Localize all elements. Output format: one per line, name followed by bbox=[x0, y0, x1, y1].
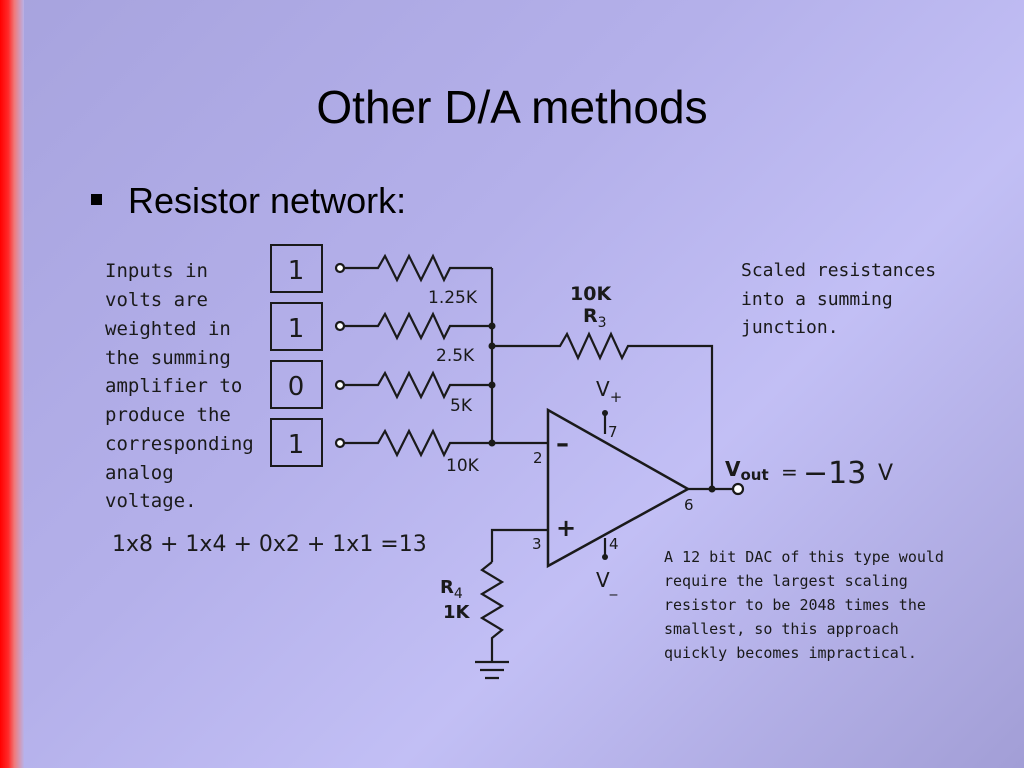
description-line: voltage. bbox=[105, 490, 197, 512]
description-line: amplifier to bbox=[105, 375, 242, 397]
pin-dot bbox=[602, 410, 608, 416]
scaled-resistances-caption: Scaled resistances into a summing juncti… bbox=[741, 260, 936, 338]
noninverting-sign: + bbox=[556, 514, 576, 542]
note-line: A 12 bit DAC of this type would bbox=[664, 548, 944, 566]
weighted-sum-equation: 1x8 + 1x4 + 0x2 + 1x1 =13 bbox=[112, 532, 427, 557]
vout-equals: = bbox=[781, 460, 798, 484]
noninverting-wire bbox=[490, 528, 548, 562]
square-bullet-icon bbox=[91, 194, 102, 205]
resistor-label: 1.25K bbox=[428, 288, 478, 308]
pin-3-label: 3 bbox=[532, 535, 542, 553]
bit-value: 1 bbox=[288, 256, 305, 286]
r4-value: 1K bbox=[443, 602, 471, 623]
junction-dot bbox=[488, 381, 496, 389]
bit-value: 1 bbox=[288, 430, 305, 460]
bit-value: 0 bbox=[288, 372, 305, 402]
input-bits: 1 1 0 1 bbox=[270, 244, 323, 467]
vplus-label: V+ bbox=[596, 377, 622, 406]
red-edge-decoration bbox=[0, 0, 24, 768]
pin-6-label: 6 bbox=[684, 496, 694, 514]
input-terminal bbox=[334, 437, 346, 449]
vminus-label: V_ bbox=[596, 568, 618, 597]
feedback-name: R3 bbox=[583, 305, 607, 331]
note-line: require the largest scaling bbox=[664, 572, 908, 590]
description-line: analog bbox=[105, 462, 174, 484]
pin-dot bbox=[602, 554, 608, 560]
description-line: produce the bbox=[105, 404, 231, 426]
slide-title: Other D/A methods bbox=[316, 81, 708, 133]
resistor-labels: 1.25K 2.5K 5K 10K bbox=[428, 288, 480, 476]
resistor-label: 2.5K bbox=[436, 346, 475, 366]
description-line: corresponding bbox=[105, 433, 254, 455]
junction-dot bbox=[488, 439, 496, 447]
description-line: volts are bbox=[105, 289, 208, 311]
vout-terminal bbox=[731, 482, 745, 496]
bit-box bbox=[270, 418, 323, 467]
op-amp-symbol bbox=[546, 407, 691, 569]
note-line: quickly becomes impractical. bbox=[664, 644, 917, 662]
junction-dots bbox=[488, 322, 716, 560]
bullet-text: Resistor network: bbox=[128, 180, 407, 221]
description-line: weighted in bbox=[105, 318, 231, 340]
input-terminal bbox=[334, 320, 346, 332]
junction-dot bbox=[488, 322, 496, 330]
vout-label: Vout = −13 V bbox=[725, 456, 893, 491]
feedback-resistor bbox=[492, 331, 714, 489]
bit-box bbox=[270, 302, 323, 351]
input-resistor bbox=[344, 370, 492, 400]
description-text: Inputs in volts are weighted in the summ… bbox=[105, 260, 254, 512]
inverting-sign: – bbox=[556, 429, 569, 459]
feedback-value: 10K bbox=[570, 283, 612, 305]
input-resistor bbox=[344, 253, 492, 283]
description-line: Inputs in bbox=[105, 260, 208, 282]
note-line: resistor to be 2048 times the bbox=[664, 596, 926, 614]
description-line: the summing bbox=[105, 347, 231, 369]
input-resistor bbox=[344, 428, 548, 458]
junction-dot bbox=[708, 485, 716, 493]
ground-symbol-icon bbox=[475, 660, 509, 680]
vout-symbol: Vout bbox=[725, 457, 769, 484]
input-terminal bbox=[334, 379, 346, 391]
impractical-note: A 12 bit DAC of this type would require … bbox=[664, 548, 944, 662]
pin-7-label: 7 bbox=[608, 423, 618, 441]
caption-line: Scaled resistances bbox=[741, 260, 936, 281]
caption-line: into a summing bbox=[741, 289, 893, 310]
pin-4-label: 4 bbox=[609, 535, 619, 553]
input-resistor bbox=[344, 311, 492, 341]
bit-box bbox=[270, 244, 323, 293]
feedback-subscript: 3 bbox=[598, 315, 607, 331]
op-amp-annotations: V+ 7 V_ 4 2 3 6 – + bbox=[532, 377, 694, 597]
ground-resistor-label: R4 1K bbox=[440, 577, 471, 623]
junction-dot bbox=[488, 342, 496, 350]
feedback-label: 10K R3 bbox=[570, 283, 612, 331]
vout-unit: V bbox=[878, 461, 893, 486]
input-terminal bbox=[334, 262, 346, 274]
resistor-label: 5K bbox=[450, 396, 473, 416]
note-line: smallest, so this approach bbox=[664, 620, 899, 638]
resistor-label: 10K bbox=[446, 456, 480, 476]
r4-name: R4 bbox=[440, 577, 463, 602]
vout-value: −13 bbox=[803, 456, 866, 491]
input-resistor-network bbox=[334, 253, 745, 680]
pin-2-label: 2 bbox=[533, 449, 543, 467]
bit-value: 1 bbox=[288, 314, 305, 344]
bit-box bbox=[270, 360, 323, 409]
ground-resistor bbox=[479, 561, 505, 662]
caption-line: junction. bbox=[741, 317, 839, 338]
